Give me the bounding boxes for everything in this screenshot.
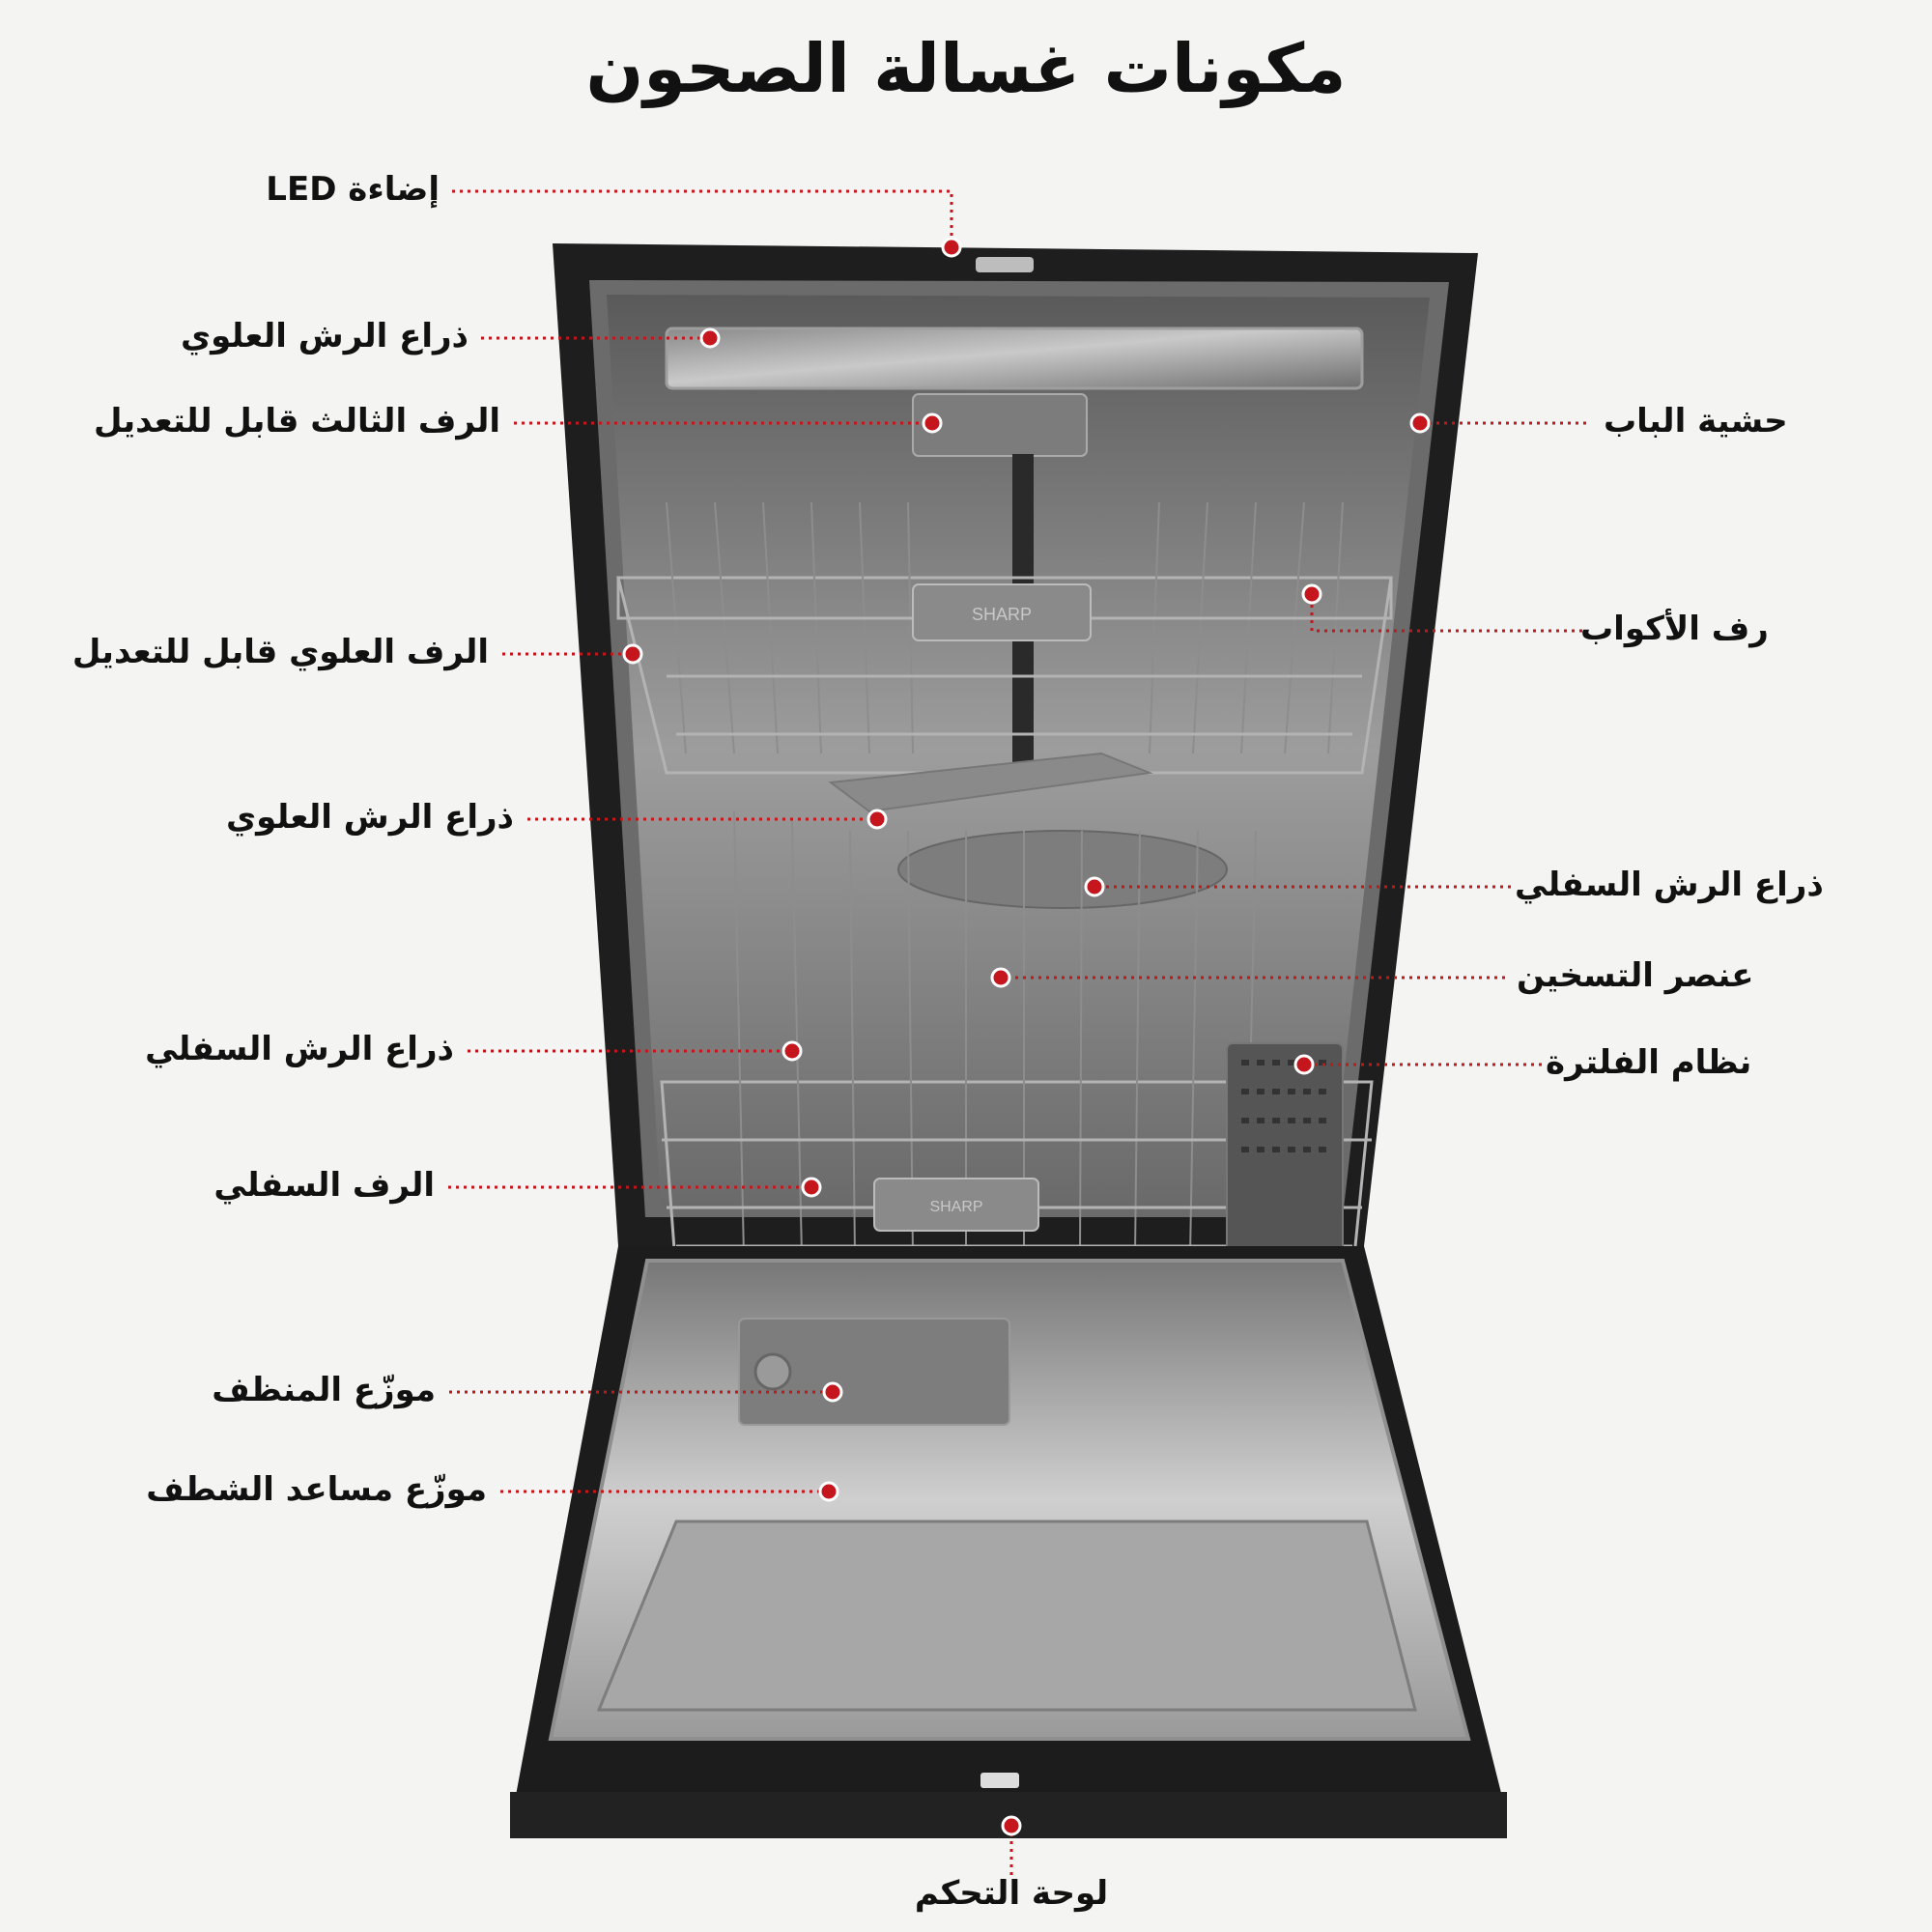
label-heating-element: عنصر التسخين — [1517, 956, 1754, 995]
dot-lower-spray-arm-left — [781, 1040, 803, 1062]
dot-lower-spray-arm-right — [1084, 876, 1105, 897]
dot-cup-rack — [1301, 583, 1322, 605]
spray-arms — [828, 752, 1228, 909]
label-cup-rack: رف الأكواب — [1580, 610, 1769, 648]
detergent-dispenser-unit — [738, 1318, 1010, 1426]
dot-heating-element — [990, 967, 1011, 988]
dot-upper-rack — [622, 643, 643, 665]
dot-lower-rack — [801, 1177, 822, 1198]
label-control-panel: لوحة التحكم — [914, 1874, 1109, 1913]
label-door-gasket: حشية الباب — [1604, 402, 1788, 440]
upper-rack-handle — [912, 583, 1092, 641]
leader-lines — [448, 189, 1586, 1880]
label-filter-system: نظام الفلترة — [1546, 1043, 1752, 1082]
lower-rack-brand: SHARP — [929, 1199, 982, 1215]
label-led-light: إضاءة LED — [266, 170, 440, 209]
dot-door-gasket — [1409, 412, 1431, 434]
dot-detergent-dispenser — [822, 1381, 843, 1403]
label-lower-spray-arm-right: ذراع الرش السفلي — [1515, 866, 1824, 904]
dot-control-panel — [1001, 1815, 1022, 1836]
dot-rinse-aid-dispenser — [818, 1481, 839, 1502]
open-door — [510, 1246, 1507, 1838]
dot-filter-system — [1293, 1054, 1315, 1075]
dot-upper-spray-arm-top — [699, 327, 721, 349]
label-upper-rack: الرف العلوي قابل للتعديل — [71, 633, 489, 671]
upper-rack-brand: SHARP — [972, 605, 1032, 624]
label-lower-spray-arm-left: ذراع الرش السفلي — [145, 1030, 454, 1068]
upper-rack: SHARP — [616, 501, 1393, 775]
dot-third-rack — [922, 412, 943, 434]
label-upper-spray-arm-mid: ذراع الرش العلوي — [225, 798, 514, 837]
label-lower-rack: الرف السفلي — [213, 1166, 435, 1205]
lower-rack-handle — [873, 1178, 1039, 1232]
dot-led-light — [941, 237, 962, 258]
dot-upper-spray-arm-mid — [867, 809, 888, 830]
led-light-housing — [976, 257, 1034, 272]
callout-dots — [622, 237, 1431, 1836]
label-rinse-aid-dispenser: موزّع مساعد الشطف — [146, 1470, 487, 1509]
diagram-title: مكونات غسالة الصحون — [585, 29, 1347, 108]
third-rack — [665, 327, 1364, 773]
label-upper-spray-arm-top: ذراع الرش العلوي — [180, 317, 469, 355]
cutlery-basket — [1226, 1042, 1344, 1276]
label-detergent-dispenser: موزّع المنظف — [212, 1371, 436, 1409]
label-third-rack: الرف الثالث قابل للتعديل — [93, 402, 500, 440]
